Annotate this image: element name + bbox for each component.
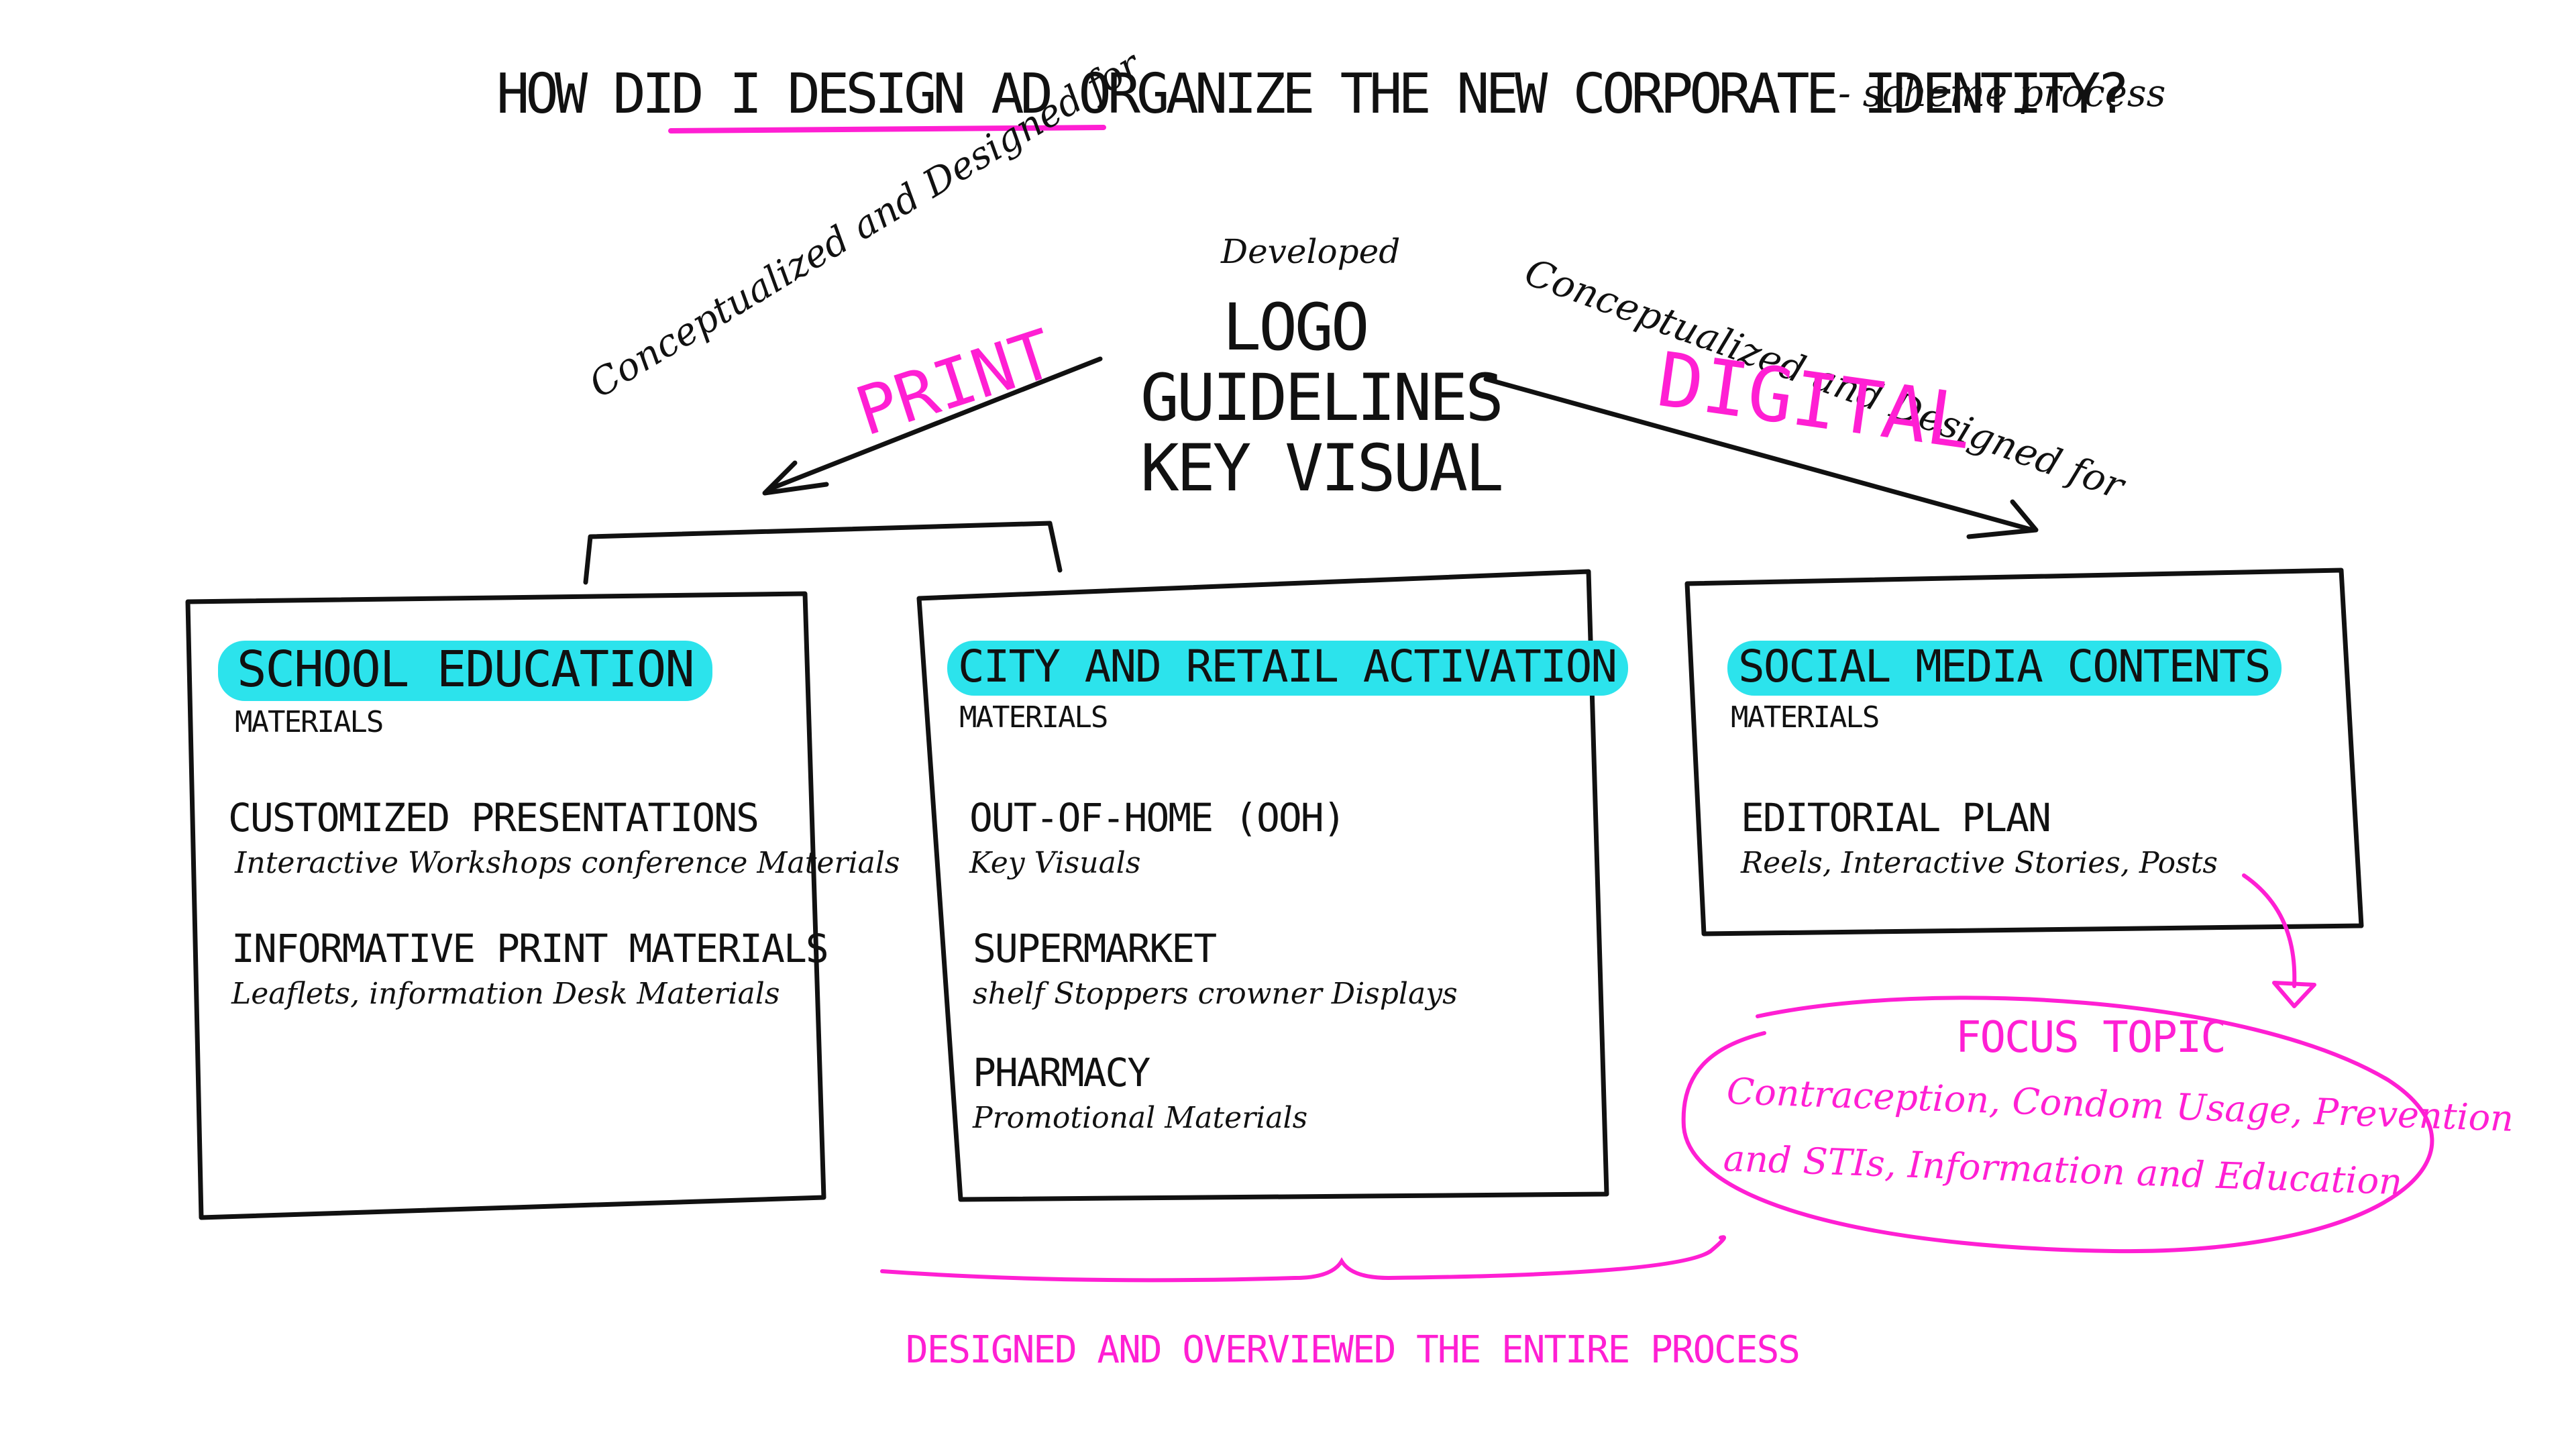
box-item-desc: Reels, Interactive Stories, Posts: [1741, 846, 2218, 880]
box-item-desc: Key Visuals: [969, 846, 1141, 880]
print-bracket: [583, 521, 1063, 585]
box-item-title: INFORMATIVE PRINT MATERIALS: [231, 926, 829, 971]
box-item-desc: Leaflets, information Desk Materials: [231, 977, 780, 1011]
box-subheading: MATERIALS: [959, 700, 1108, 735]
footer-caption: DESIGNED AND OVERVIEWED THE ENTIRE PROCE…: [906, 1328, 1801, 1372]
box-city-retail: [916, 569, 1609, 1202]
page-subtitle: - scheme process: [1838, 72, 2166, 115]
developed-caption: Developed: [1221, 232, 1401, 271]
focus-ellipse: [1681, 996, 2434, 1254]
box-item-title: PHARMACY: [973, 1050, 1150, 1095]
box-item-title: CUSTOMIZED PRESENTATIONS: [228, 795, 759, 841]
box-heading-city-retail: CITY AND RETAIL ACTIVATION: [947, 641, 1629, 696]
box-item-title: OUT-OF-HOME (OOH): [969, 795, 1346, 841]
focus-topic-title: FOCUS TOPIC: [1955, 1013, 2226, 1063]
page-title: HOW DID I DESIGN AD ORGANIZE THE NEW COR…: [496, 62, 2130, 126]
box-item-desc: shelf Stoppers crowner Displays: [973, 977, 1458, 1011]
box-heading-social-media: SOCIAL MEDIA CONTENTS: [1727, 641, 2282, 696]
center-item-logo: LOGO: [1222, 290, 1369, 365]
box-heading-school-education: SCHOOL EDUCATION: [218, 641, 712, 701]
box-item-title: EDITORIAL PLAN: [1741, 795, 2051, 841]
arrow-to-print: [762, 356, 1103, 496]
box-school-education: [185, 591, 826, 1220]
box-social-media: [1684, 568, 2364, 936]
box-item-desc: Promotional Materials: [973, 1101, 1308, 1135]
box-subheading: MATERIALS: [1731, 700, 1880, 735]
box-item-desc: Interactive Workshops conference Materia…: [235, 846, 900, 880]
center-item-guidelines: GUIDELINES: [1140, 360, 1504, 435]
box-subheading: MATERIALS: [235, 705, 384, 739]
box-item-title: SUPERMARKET: [973, 926, 1217, 971]
footer-brace: [880, 1235, 1726, 1283]
center-item-key-visual: KEY VISUAL: [1140, 431, 1504, 506]
arrow-to-focus: [2242, 873, 2316, 1008]
title-underline: [668, 125, 1106, 133]
arrow-to-digital: [1483, 376, 2039, 539]
